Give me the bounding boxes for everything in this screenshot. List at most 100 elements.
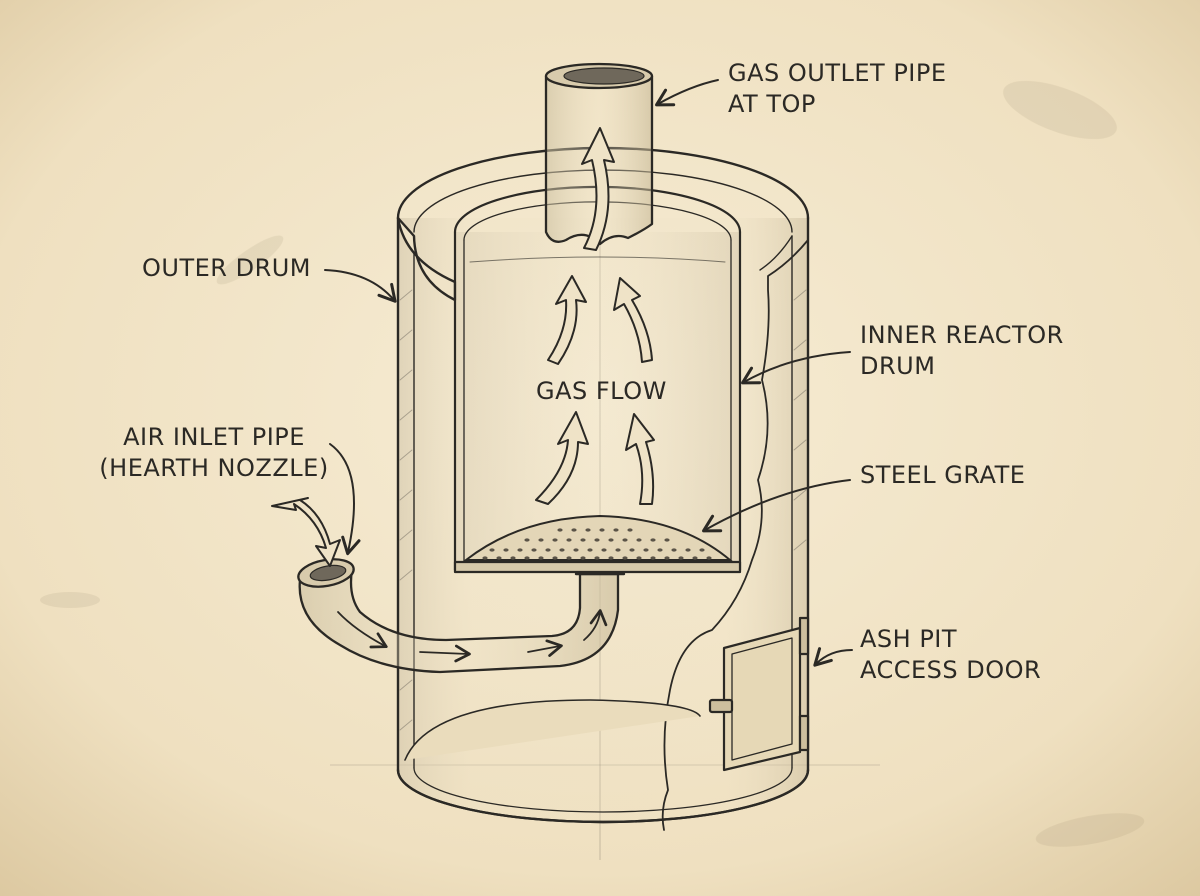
gas-arrow-lower-left [535,411,589,505]
grate-hole [580,556,586,560]
grate-hole [503,548,509,552]
label-outer-drum-text: OUTER DRUM [142,254,312,282]
grate-hole [587,548,593,552]
leader-outer-drum [324,269,397,303]
inlet-pipe-mouth-inner [309,564,347,582]
grate-hole [636,538,642,542]
steel-grate [463,514,733,561]
inner-drum-back-top [469,256,726,263]
ash-door-inner-frame [731,637,793,761]
grate-hole [692,556,698,560]
grate-hole [489,548,495,552]
grate-hole [566,556,572,560]
grate-hole [594,556,600,560]
inlet-flow-arrow-4 [583,609,608,641]
grate-hole [510,556,516,560]
grate-hole [678,556,684,560]
grate-hole [650,556,656,560]
grate-hole [557,528,563,532]
grate-hole [699,548,705,552]
grate-hole [524,538,530,542]
grate-hole [496,556,502,560]
inlet-flow-arrow-3 [527,639,563,657]
grate-hole [664,556,670,560]
grate-hole [571,528,577,532]
gas-arrow-lower-right [625,413,655,505]
ash-door-hinge [798,616,810,656]
grate-hole [671,548,677,552]
label-ash-door-line-1: ASH PIT [860,625,958,653]
grate-hole [627,528,633,532]
label-gas-outlet-line-1: GAS OUTLET PIPE [728,59,947,87]
outlet-pipe-mouth-inner [563,67,645,85]
label-gas-flow: GAS FLOW [536,376,667,407]
label-gas-outlet-line-2: AT TOP [728,90,816,118]
steel-grate-holes [482,528,712,560]
leader-inner-drum [741,351,851,385]
label-air-inlet-line-1: AIR INLET PIPE [123,423,305,451]
grate-hole [615,548,621,552]
label-air-inlet-line-2: (HEARTH NOZZLE) [99,454,329,482]
outer-drum-cut-right [661,217,809,831]
leader-lines [324,79,853,667]
ash-pit-access-door [708,616,810,772]
gas-flow-arrows [535,127,655,505]
inlet-flow-arrows [337,609,608,663]
paper-stains [40,80,1145,847]
grate-hole [552,538,558,542]
inlet-flow-arrow-2 [419,644,471,663]
grate-hole [650,538,656,542]
grate-hole [622,556,628,560]
leader-steel-grate [702,479,851,533]
grate-hole [517,548,523,552]
grate-hole [531,548,537,552]
leader-ash-door [813,647,853,667]
label-gas-flow-text: GAS FLOW [536,377,667,405]
gas-arrow-upper-right [613,277,653,363]
outer-drum-floor [404,699,701,761]
outer-drum-hatching [399,289,807,731]
grate-hole [657,548,663,552]
grate-hole [599,528,605,532]
label-ash-pit-access-door: ASH PIT ACCESS DOOR [860,624,1041,686]
label-air-inlet-pipe: AIR INLET PIPE (HEARTH NOZZLE) [98,422,330,484]
grate-hole [608,538,614,542]
label-steel-grate-text: STEEL GRATE [860,461,1026,489]
grate-hole [538,538,544,542]
grate-hole [524,556,530,560]
grate-hole [685,548,691,552]
grate-hole [566,538,572,542]
gas-arrow-upper-left [547,275,587,365]
leader-air-inlet [329,443,361,556]
outer-drum-cut-right-inner [759,235,793,271]
label-outer-drum: OUTER DRUM [142,253,311,284]
grate-hole [545,548,551,552]
label-inner-drum-line-2: DRUM [860,352,936,380]
inner-drum-bottom-plate [453,560,742,574]
grate-hole [608,556,614,560]
grate-hole [552,556,558,560]
grate-hole [636,556,642,560]
grate-hole [601,548,607,552]
ash-door-panel [722,626,802,772]
label-inner-drum-line-1: INNER REACTOR [860,321,1064,349]
label-inner-reactor-drum: INNER REACTOR DRUM [860,320,1064,382]
grate-hole [573,548,579,552]
ash-door-hinge-lower [798,714,810,752]
ash-door-handle [708,698,734,714]
leader-gas-outlet [655,79,719,107]
grate-hole [585,528,591,532]
grate-hole [538,556,544,560]
grate-hole [482,556,488,560]
label-ash-door-line-2: ACCESS DOOR [860,656,1042,684]
grate-hole [706,556,712,560]
grate-hole [580,538,586,542]
inlet-flow-arrow-1 [337,611,388,649]
gas-arrow-outlet [581,127,615,251]
outer-drum-bottom-rim [396,768,810,824]
grate-hole [629,548,635,552]
grate-hole [559,548,565,552]
grate-hole [594,538,600,542]
label-steel-grate: STEEL GRATE [860,460,1025,491]
